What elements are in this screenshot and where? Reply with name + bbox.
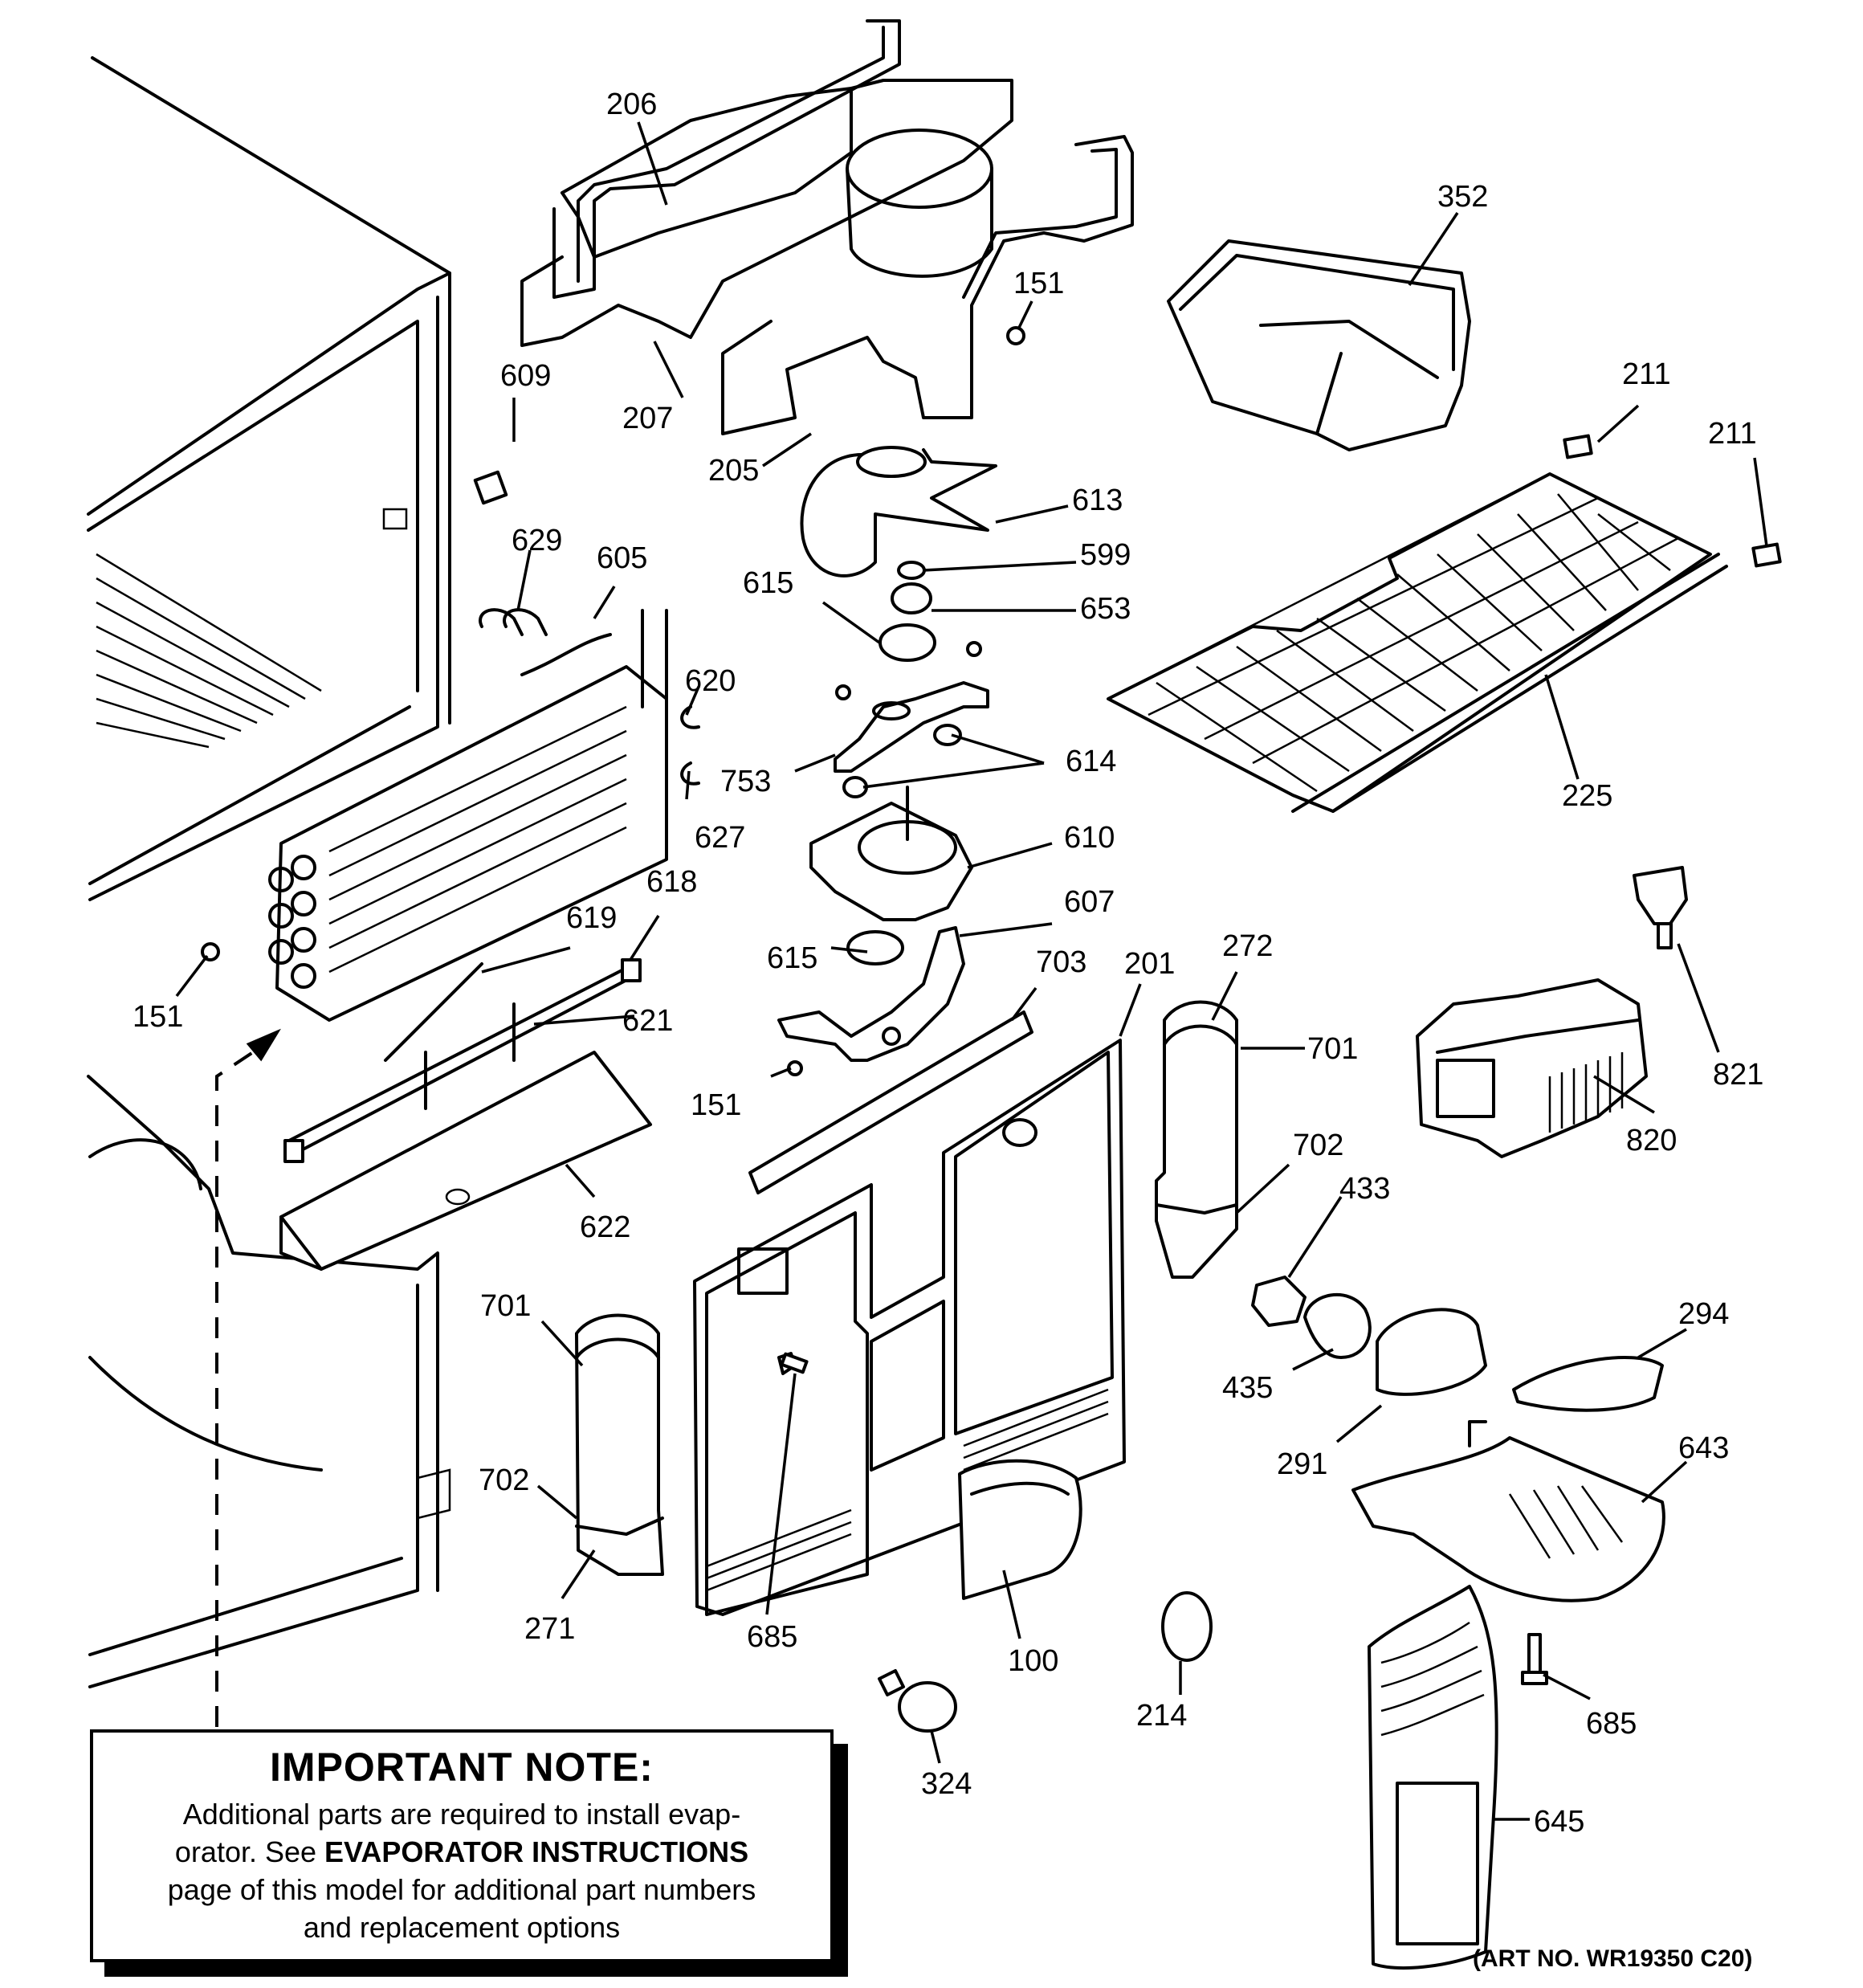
part-label-614: 614 bbox=[1066, 745, 1116, 778]
part-label-615-upper: 615 bbox=[743, 566, 793, 600]
part-label-653: 653 bbox=[1080, 592, 1131, 626]
part-label-613: 613 bbox=[1072, 484, 1123, 517]
leader-lines bbox=[175, 121, 1768, 1821]
icemaker-drawing bbox=[1416, 866, 1688, 1158]
part-label-214: 214 bbox=[1136, 1699, 1187, 1733]
evaporator-instructions-emphasis: EVAPORATOR INSTRUCTIONS bbox=[324, 1835, 749, 1868]
part-label-100: 100 bbox=[1008, 1644, 1058, 1678]
part-label-225: 225 bbox=[1562, 779, 1612, 813]
part-label-607: 607 bbox=[1064, 885, 1115, 919]
part-label-702-left: 702 bbox=[479, 1463, 529, 1497]
note-title: IMPORTANT NOTE: bbox=[270, 1745, 654, 1790]
part-label-627: 627 bbox=[695, 821, 745, 855]
part-number-labels: 206 352 151 609 207 211 211 205 613 629 … bbox=[132, 88, 1763, 1839]
part-label-211-right: 211 bbox=[1708, 417, 1757, 451]
part-label-685-center: 685 bbox=[747, 1620, 797, 1654]
light-bulb-drawing bbox=[1251, 1276, 1372, 1359]
part-label-620: 620 bbox=[685, 664, 736, 698]
evaporator-drawing bbox=[201, 470, 700, 1271]
part-label-291: 291 bbox=[1277, 1447, 1327, 1481]
part-label-820: 820 bbox=[1626, 1124, 1677, 1157]
part-label-701-left: 701 bbox=[480, 1289, 531, 1323]
part-label-151-center: 151 bbox=[691, 1088, 741, 1122]
part-label-702-right: 702 bbox=[1293, 1129, 1343, 1162]
part-label-629: 629 bbox=[512, 524, 562, 557]
part-label-618: 618 bbox=[646, 865, 697, 899]
wire-shelf-drawing bbox=[1107, 434, 1782, 813]
part-label-622: 622 bbox=[580, 1210, 630, 1244]
note-line-2-text: orator. See bbox=[174, 1835, 325, 1868]
note-line-2: orator. See EVAPORATOR INSTRUCTIONS bbox=[109, 1833, 814, 1871]
part-label-205: 205 bbox=[708, 454, 759, 488]
part-label-615-lower: 615 bbox=[767, 941, 817, 975]
part-label-272: 272 bbox=[1222, 929, 1273, 963]
fan-motor-assembly-drawing bbox=[777, 446, 997, 1076]
install-direction-arrow bbox=[215, 1028, 281, 1727]
part-label-294: 294 bbox=[1678, 1297, 1729, 1331]
important-note-box: IMPORTANT NOTE: Additional parts are req… bbox=[90, 1729, 834, 1962]
part-label-433: 433 bbox=[1339, 1172, 1390, 1206]
part-label-645: 645 bbox=[1534, 1805, 1584, 1839]
dispenser-parts-drawing bbox=[878, 1308, 1665, 1970]
part-label-753: 753 bbox=[720, 765, 771, 798]
part-label-206: 206 bbox=[606, 88, 657, 121]
part-label-609: 609 bbox=[500, 359, 551, 393]
part-label-685-right: 685 bbox=[1586, 1707, 1637, 1741]
part-label-605: 605 bbox=[597, 541, 647, 575]
part-label-701-right: 701 bbox=[1307, 1032, 1358, 1066]
part-label-619: 619 bbox=[566, 901, 617, 935]
art-number: (ART NO. WR19350 C20) bbox=[1473, 1945, 1753, 1972]
part-label-151-top: 151 bbox=[1013, 267, 1064, 300]
part-label-610: 610 bbox=[1064, 821, 1115, 855]
part-label-599: 599 bbox=[1080, 538, 1131, 572]
note-line-1: Additional parts are required to install… bbox=[182, 1798, 741, 1831]
part-label-352: 352 bbox=[1437, 180, 1488, 214]
part-label-201: 201 bbox=[1124, 947, 1175, 981]
part-label-821: 821 bbox=[1713, 1058, 1763, 1092]
part-label-207: 207 bbox=[622, 402, 673, 435]
part-label-211-left: 211 bbox=[1622, 357, 1671, 391]
part-label-435: 435 bbox=[1222, 1371, 1273, 1405]
cabinet-drawing bbox=[87, 56, 451, 1688]
ice-bucket-drawing bbox=[1167, 239, 1471, 451]
part-label-621: 621 bbox=[622, 1004, 673, 1038]
note-line-3: page of this model for additional part n… bbox=[167, 1873, 756, 1906]
part-label-643: 643 bbox=[1678, 1431, 1729, 1465]
part-label-703: 703 bbox=[1036, 945, 1086, 979]
note-body: Additional parts are required to install… bbox=[93, 1795, 830, 1946]
fan-housing-bracket-drawing bbox=[520, 19, 1134, 435]
part-label-324: 324 bbox=[921, 1767, 972, 1801]
air-duct-drawing bbox=[575, 1000, 1238, 1576]
note-line-4: and replacement options bbox=[303, 1911, 621, 1944]
part-label-271: 271 bbox=[524, 1612, 575, 1646]
part-label-151-left: 151 bbox=[132, 1000, 183, 1034]
